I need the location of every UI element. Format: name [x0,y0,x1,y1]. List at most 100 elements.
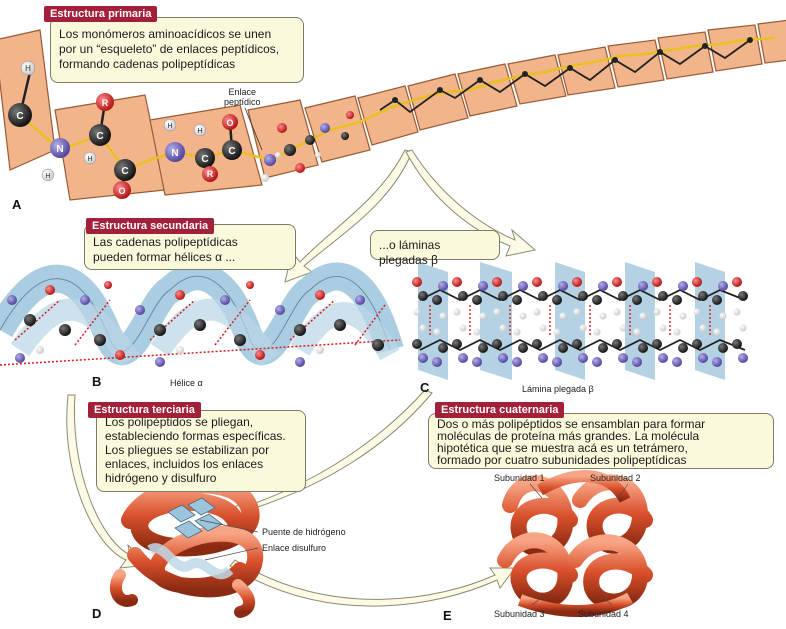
residue-segment [607,39,665,88]
beta-sheet-atom [558,343,568,353]
primary-structure-callout: Los monómeros aminoacídicos se unen por … [50,17,304,83]
callout-line: Los pliegues se estabilizan por [105,443,270,457]
beta-sheet-atom [599,312,607,320]
svg-text:N: N [56,144,63,155]
beta-sheet-atom [512,295,522,305]
atom-oxygen: O [222,114,238,130]
beta-sheet-atom [538,291,548,301]
alpha-helix [0,262,404,367]
panel-letter-a: A [12,197,22,212]
beta-sheet-atom [552,295,562,305]
callout-line: formando cadenas polipeptídicas [59,57,236,71]
beta-sheet-atom [532,339,542,349]
callout-line: hipotética que se muestra acá es un tetr… [437,441,688,455]
quaternary-tetramer [497,470,653,617]
residue-segment [557,46,616,96]
beta-sheet-atom [458,353,468,363]
beta-sheet-atom [499,324,507,332]
primary-structure-backbone: C N C R C O N C R C O H H H H H [0,19,786,201]
beta-sheet-atom [693,308,701,316]
beta-sheet-atom [659,324,667,332]
beta-sheet-atom [673,328,681,336]
beta-sheet-atom [558,281,568,291]
beta-sheet-atom [438,281,448,291]
beta-sheet-atom [658,353,668,363]
beta-sheet-atom [418,291,428,301]
beta-sheet-atom [592,357,602,367]
callout-line: Dos o más polipéptidos se ensamblan para… [437,417,706,431]
beta-sheet-atom [472,295,482,305]
beta-sheet-atom [438,343,448,353]
beta-sheet-atom [538,353,548,363]
panel-letter-c: C [420,380,430,395]
beta-sheet-atom [498,353,508,363]
svg-text:R: R [207,169,214,179]
beta-sheet-atom [573,308,581,316]
svg-text:C: C [201,154,208,165]
beta-sheet-atom [638,281,648,291]
beta-sheet [412,262,748,380]
beta-sheet-atom [719,312,727,320]
atom-carbon: C [114,159,136,181]
beta-sheet-atom [738,291,748,301]
beta-sheet-atom [459,324,467,332]
quaternary-structure-callout: Dos o más polipéptidos se ensamblan para… [428,413,774,469]
beta-sheet-atom [572,277,582,287]
callout-line: por un “esqueleto” de enlaces peptídicos… [59,42,280,56]
callout-line: moléculas de proteína más grandes. La mo… [437,429,700,443]
residue-segment [357,85,419,146]
callout-line: Los monómeros aminoacídicos se unen [59,27,272,41]
beta-sheet-atom [658,291,668,301]
beta-sheet-atom [692,277,702,287]
beta-sheet-atom [712,357,722,367]
beta-sheet-atom [478,281,488,291]
beta-sheet-atom [619,324,627,332]
peptide-bond-label-line: peptídico [224,97,261,107]
callout-line: pueden formar hélices α ... [93,250,236,264]
beta-sheet-atom [598,281,608,291]
beta-sheet-atom [733,308,741,316]
svg-text:C: C [228,146,235,157]
callout-line: hidrógeno y disulfuro [105,471,217,485]
beta-sheet-atom [492,339,502,349]
beta-sheet-atom [518,281,528,291]
callout-line: enlaces, incluidos los enlaces [105,457,264,471]
svg-text:H: H [197,128,202,135]
residue-segment [0,29,56,171]
svg-text:C: C [96,131,103,142]
svg-text:O: O [226,118,233,128]
beta-sheet-atom [732,339,742,349]
svg-text:H: H [45,173,50,180]
residue-segment [657,31,714,80]
svg-text:R: R [102,98,109,108]
beta-sheet-atom [472,357,482,367]
beta-sheet-atom [539,324,547,332]
beta-sheet-atom [632,295,642,305]
peptide-bond-label: Enlace peptídico [224,87,261,107]
beta-sheet-atom [652,339,662,349]
beta-sheet-atom [713,328,721,336]
beta-sheet-atom [618,291,628,301]
beta-sheet-atom [579,324,587,332]
atom-carbon: C [222,140,242,160]
beta-sheet-atom [458,291,468,301]
atom-hydrogen: H [193,123,207,137]
atom-hydrogen: H [41,168,55,182]
beta-sheet-atom [718,343,728,353]
beta-sheet-atom [638,343,648,353]
beta-sheet-atom [512,357,522,367]
beta-sheet-atom [692,339,702,349]
beta-sheet-atom [453,308,461,316]
beta-sheet-atom [639,312,647,320]
beta-sheet-atom [553,328,561,336]
beta-sheet-atom [513,328,521,336]
beta-sheet-atom [552,357,562,367]
panel-letter-b: B [92,374,102,389]
residue-segment [707,24,763,72]
tertiary-fold [109,475,264,618]
beta-sheet-atom [559,312,567,320]
beta-sheet-atom [478,343,488,353]
beta-sheet-atom [612,339,622,349]
callout-line: Los polipéptidos se pliegan, [105,415,254,429]
